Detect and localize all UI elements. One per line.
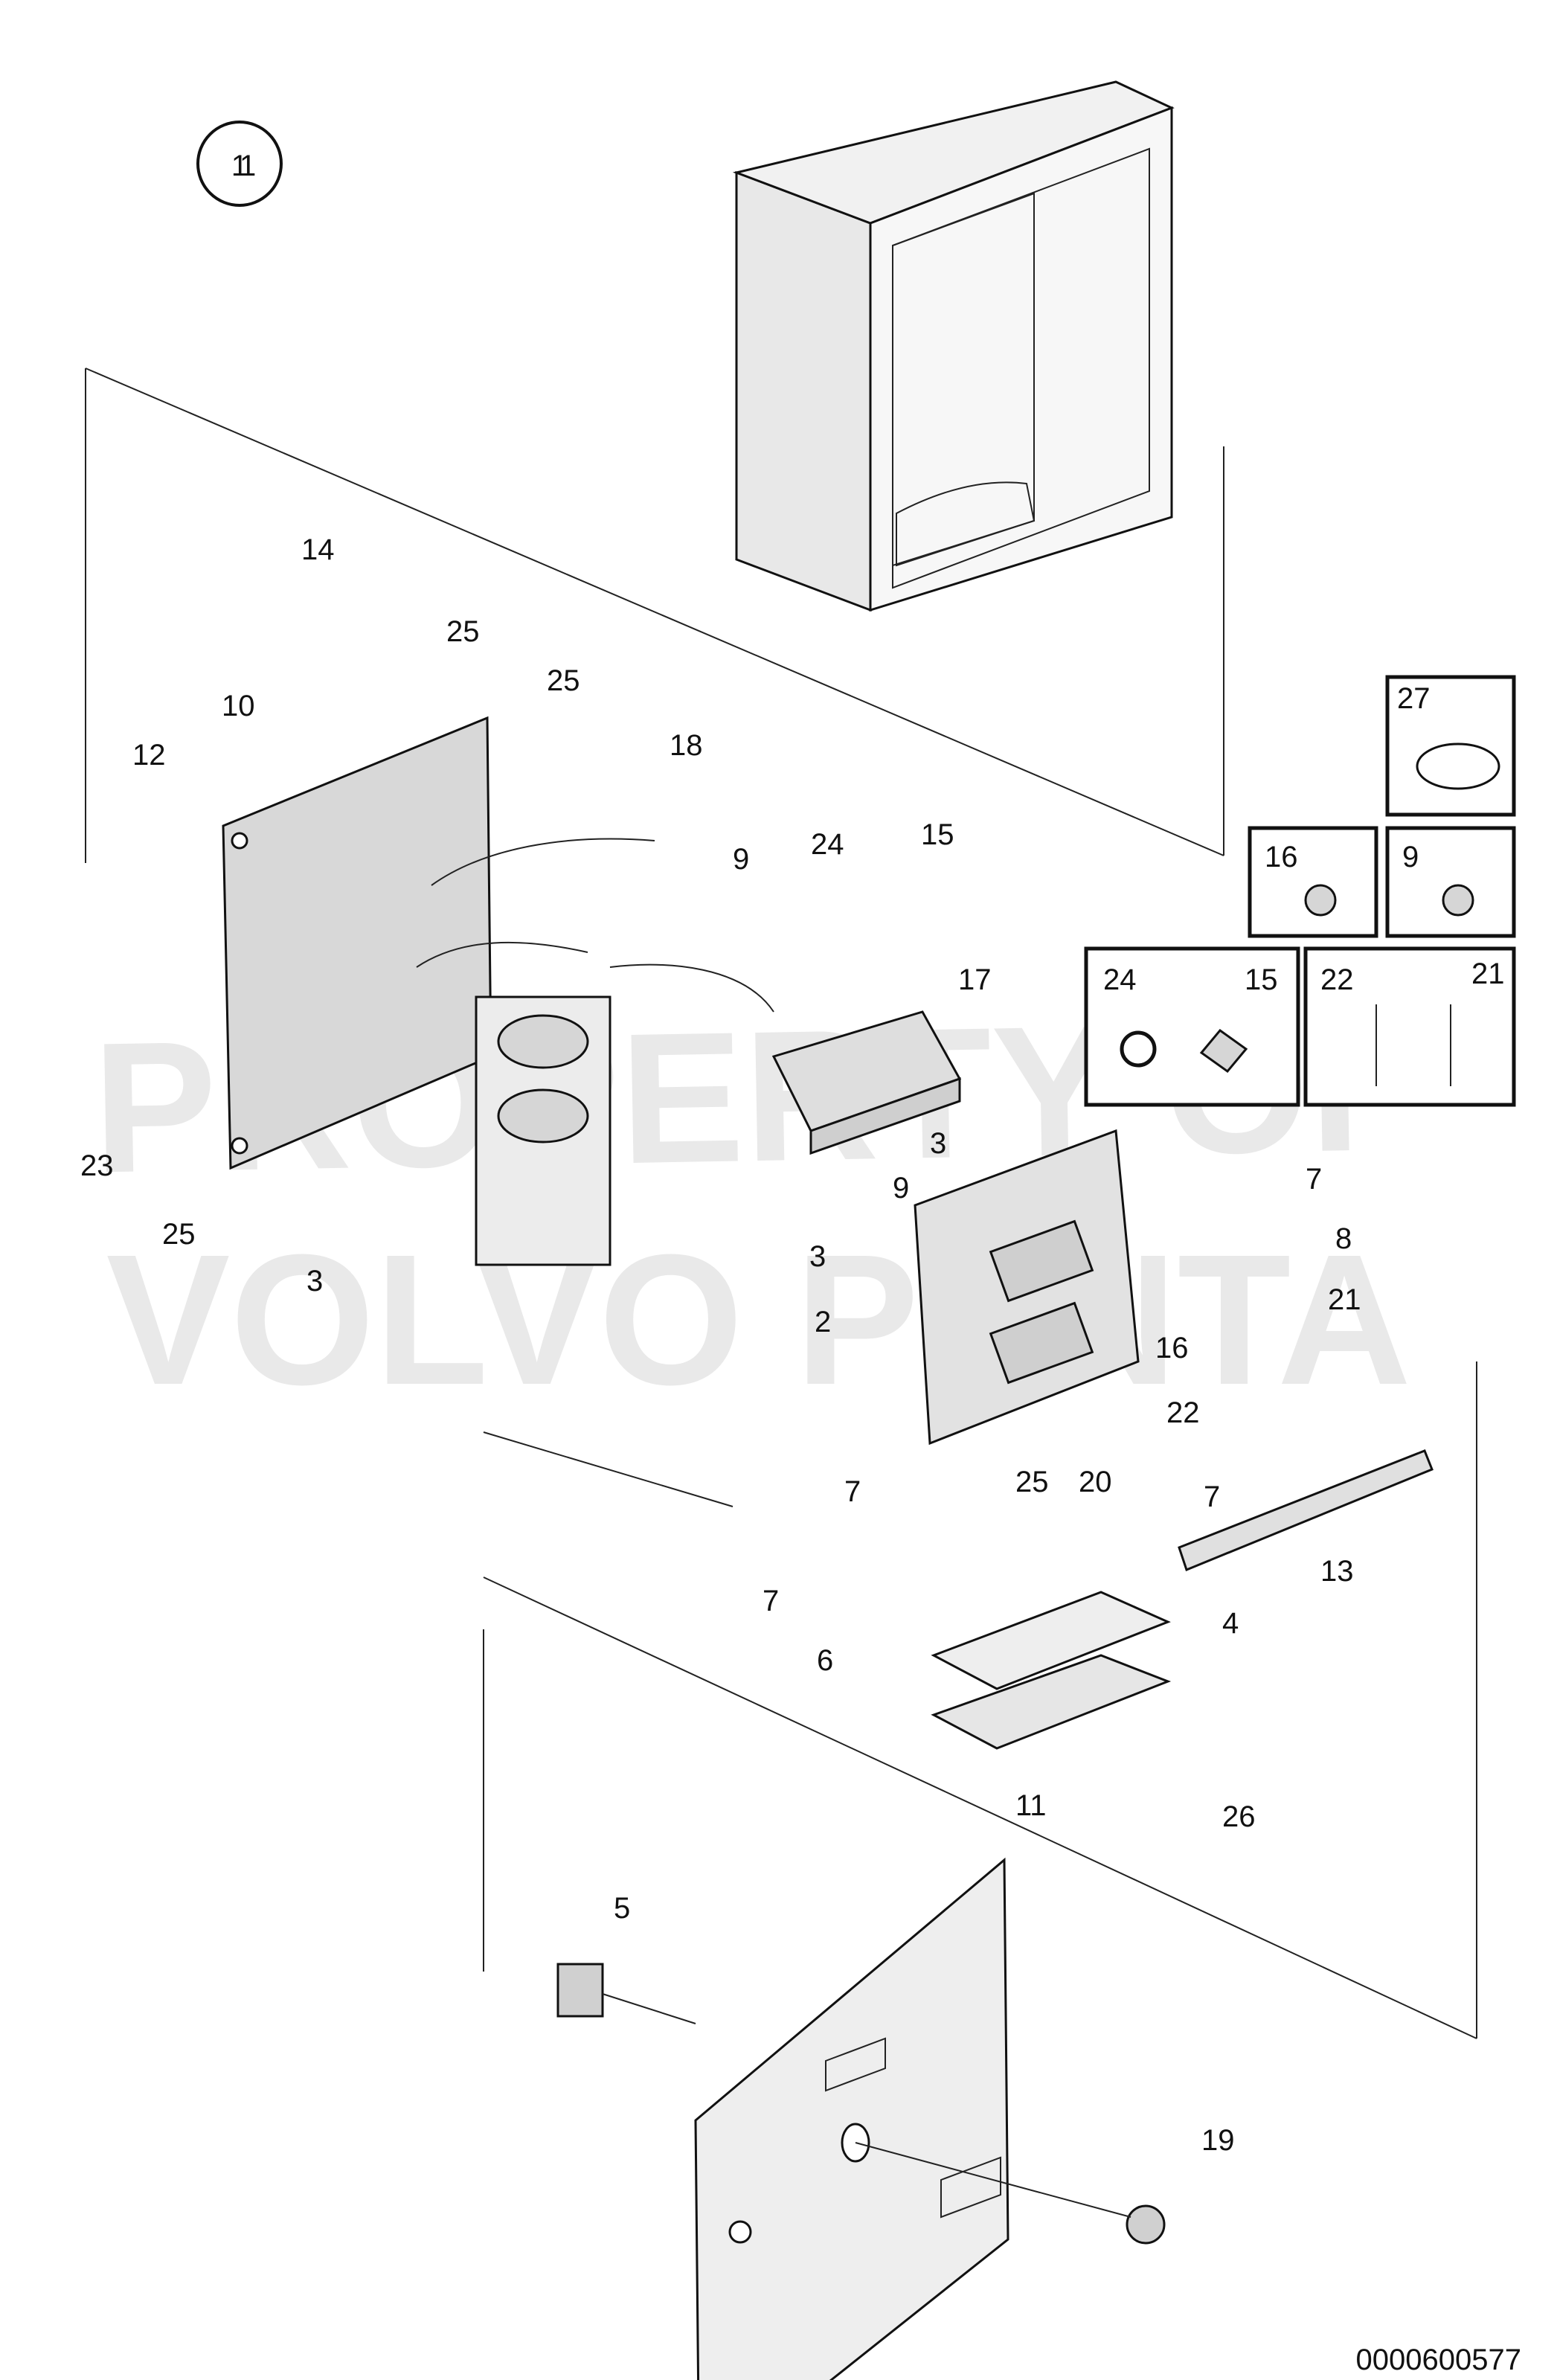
callout-24-kit: 24 [1103, 963, 1137, 996]
callout-21-kit: 21 [1471, 958, 1505, 990]
callout-23: 23 [80, 1149, 114, 1182]
callout-27: 27 [1397, 682, 1431, 715]
switch-and-knob [556, 1963, 1166, 2245]
kit-box-16 [1248, 826, 1378, 938]
callouts: 1 14 25 25 10 12 18 9 24 15 17 3 9 23 25… [80, 150, 1505, 2157]
callout-3a: 3 [930, 1127, 946, 1160]
callout-22: 22 [1166, 1396, 1200, 1429]
callout-24: 24 [811, 828, 844, 861]
callout-26: 26 [1222, 1800, 1256, 1833]
control-unit-plate [914, 1129, 1140, 1446]
callout-3c: 3 [809, 1240, 826, 1273]
kit-box-22-21 [1303, 946, 1516, 1107]
callout-14: 14 [301, 533, 335, 566]
callout-4: 4 [1222, 1607, 1239, 1640]
callout-20: 20 [1079, 1466, 1112, 1498]
callout-16: 16 [1155, 1332, 1189, 1364]
kit-box-27 [1385, 675, 1516, 817]
callout-15-kit: 15 [1245, 963, 1278, 996]
callout-3b: 3 [306, 1265, 323, 1298]
callout-25c: 25 [162, 1218, 196, 1251]
callout-7a: 7 [1306, 1163, 1322, 1196]
callout-9-kit: 9 [1402, 841, 1419, 873]
callout-16-kit: 16 [1265, 841, 1298, 873]
callout-18: 18 [670, 729, 703, 762]
callout-22-kit: 22 [1320, 963, 1354, 996]
callout-7b: 7 [844, 1475, 861, 1508]
callout-12: 12 [132, 739, 166, 772]
callout-1: 1 [240, 150, 256, 182]
cable-harness [416, 838, 774, 1266]
callout-25d: 25 [1015, 1466, 1049, 1498]
figure-number: 1 [231, 150, 248, 182]
callout-5: 5 [614, 1892, 630, 1925]
callout-7c: 7 [1204, 1481, 1220, 1513]
callout-7d: 7 [763, 1585, 779, 1617]
gland-plate [931, 1591, 1172, 1750]
callout-2: 2 [815, 1306, 831, 1338]
backing-plate [222, 716, 492, 1170]
callout-6: 6 [817, 1644, 833, 1677]
terminal-block [771, 1010, 962, 1155]
callout-25a: 25 [446, 615, 480, 648]
callout-13: 13 [1320, 1555, 1354, 1588]
callout-25b: 25 [547, 664, 580, 697]
figure-number-marker: 1 [196, 121, 283, 207]
callout-19: 19 [1201, 2124, 1235, 2157]
callout-11: 11 [1015, 1789, 1047, 1822]
callout-9b: 9 [893, 1172, 909, 1205]
watermark-line-2: VOLVO PENTA [106, 1216, 1412, 1423]
callout-8: 8 [1335, 1222, 1352, 1255]
callout-17: 17 [958, 963, 992, 996]
door-panel [694, 1857, 1009, 2380]
callout-15: 15 [921, 818, 954, 851]
kit-box-24-15 [1084, 946, 1300, 1107]
enclosure-cabinet [732, 80, 1175, 612]
leader-lines [85, 368, 1477, 2218]
drawing-id: 0000600577 [1356, 2344, 1521, 2376]
callout-9a: 9 [733, 843, 749, 876]
strap [1178, 1449, 1434, 1571]
callout-10: 10 [222, 690, 255, 722]
callout-21a: 21 [1328, 1283, 1361, 1316]
kit-box-9 [1385, 826, 1516, 938]
